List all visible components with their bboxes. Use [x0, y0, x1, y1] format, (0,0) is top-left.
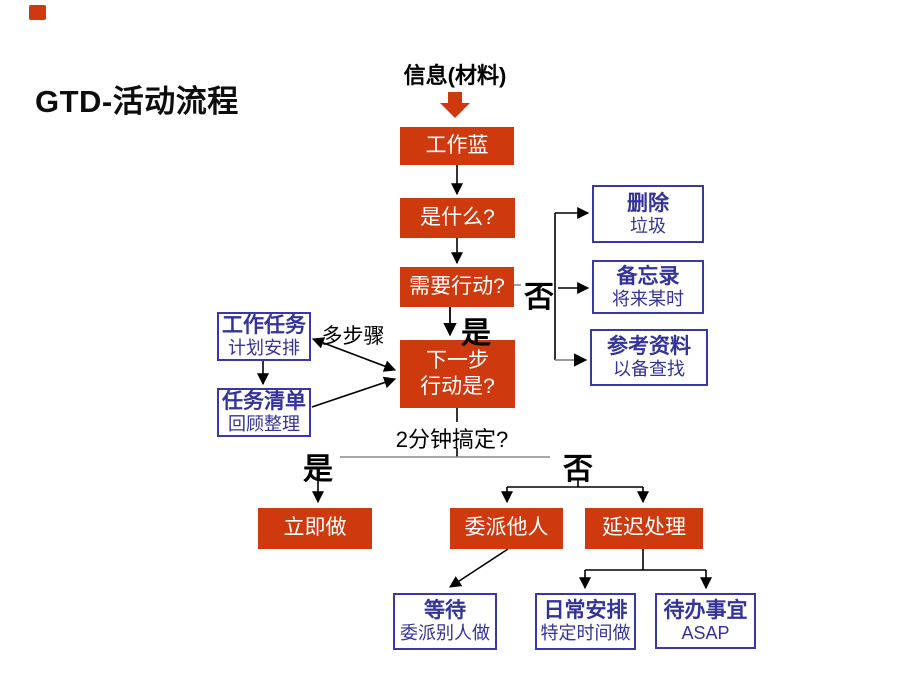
node-schedule: 日常安排 特定时间做 — [535, 593, 636, 650]
label-no-action: 否 — [524, 281, 554, 314]
node-schedule-title: 日常安排 — [543, 599, 628, 623]
node-reference-title: 参考资料 — [607, 335, 691, 359]
slide-logo-mark — [29, 5, 46, 20]
node-task-list-subtitle: 回顾整理 — [228, 414, 300, 435]
node-memo-title: 备忘录 — [616, 264, 680, 288]
node-schedule-subtitle: 特定时间做 — [540, 623, 631, 644]
node-need-action: 需要行动? — [400, 267, 514, 307]
node-do-now: 立即做 — [258, 508, 372, 549]
node-delete-title: 删除 — [627, 191, 669, 215]
label-two-minutes: 2分钟搞定? — [395, 427, 509, 452]
node-defer: 延迟处理 — [585, 508, 703, 549]
label-no-branch: 否 — [563, 453, 593, 486]
node-task-list: 任务清单 回顾整理 — [217, 388, 311, 437]
label-yes-action: 是 — [461, 317, 491, 350]
node-todo: 待办事宜 ASAP — [655, 593, 756, 649]
node-reference: 参考资料 以备查找 — [590, 329, 708, 386]
node-todo-title: 待办事宜 — [663, 598, 748, 622]
label-yes-branch: 是 — [303, 453, 333, 486]
node-todo-subtitle: ASAP — [681, 622, 730, 643]
node-inbox: 工作蓝 — [400, 127, 514, 165]
node-work-task-title: 工作任务 — [222, 314, 306, 338]
node-delete: 删除 垃圾 — [592, 185, 704, 243]
source-label: 信息(材料) — [403, 63, 507, 88]
label-multi-step: 多步骤 — [321, 325, 385, 348]
node-delete-subtitle: 垃圾 — [630, 215, 666, 236]
node-delegate: 委派他人 — [450, 508, 563, 549]
node-memo-subtitle: 将来某时 — [612, 288, 684, 309]
node-waiting-title: 等待 — [424, 599, 466, 623]
page-title: GTD-活动流程 — [35, 84, 239, 119]
node-task-list-title: 任务清单 — [222, 390, 306, 414]
node-next-action-line2: 行动是? — [420, 375, 495, 398]
node-next-action: 下一步 行动是? — [400, 340, 515, 408]
node-memo: 备忘录 将来某时 — [592, 260, 704, 314]
node-what-is-it: 是什么? — [400, 198, 515, 238]
node-work-task-subtitle: 计划安排 — [228, 338, 300, 359]
down-block-arrow-icon — [440, 92, 470, 118]
node-waiting-subtitle: 委派别人做 — [400, 623, 490, 644]
node-reference-subtitle: 以备查找 — [613, 359, 685, 380]
node-waiting: 等待 委派别人做 — [393, 593, 497, 650]
node-next-action-line1: 下一步 — [426, 348, 489, 372]
node-work-task: 工作任务 计划安排 — [217, 312, 311, 361]
